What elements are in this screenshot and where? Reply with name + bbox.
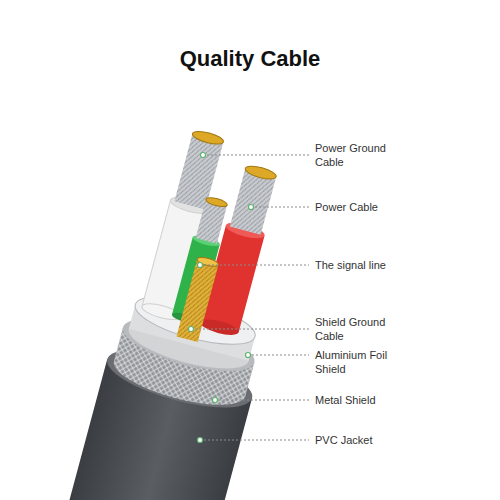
part-label: Aluminium Foil Shield xyxy=(313,348,409,376)
part-label: Shield Ground Cable xyxy=(313,315,391,343)
part-label: Power Cable xyxy=(313,200,380,214)
title: Quality Cable xyxy=(0,46,500,72)
part-label: PVC Jacket xyxy=(313,433,374,447)
part-label: The signal line xyxy=(313,258,388,272)
part-label: Power Ground Cable xyxy=(313,141,391,169)
part-label: Metal Shield xyxy=(313,393,378,407)
